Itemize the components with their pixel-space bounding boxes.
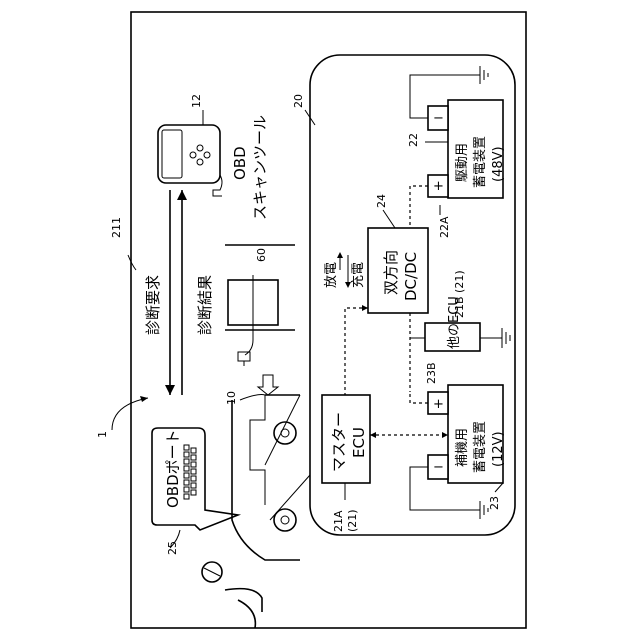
svg-text:放電: 放電	[324, 262, 339, 288]
svg-text:蓄電装置: 蓄電装置	[473, 421, 488, 473]
svg-text:(48V): (48V)	[491, 146, 506, 182]
charger-plug	[238, 352, 250, 361]
svg-text:1: 1	[96, 431, 109, 438]
dcdc-ref: 24	[375, 194, 388, 208]
svg-text:21B (21): 21B (21)	[453, 270, 466, 318]
svg-text:(21): (21)	[346, 509, 359, 532]
dcdc-ref-leader	[383, 210, 395, 228]
svg-text:ECU: ECU	[350, 427, 368, 458]
outer-ref-leader	[128, 255, 136, 270]
signal-arrowhead	[442, 432, 448, 438]
aux-terminal-ref: 23B	[425, 362, 438, 384]
obd-tool-label: OBD スキャンツール	[231, 115, 269, 220]
svg-text:駆動用: 駆動用	[455, 143, 470, 182]
svg-text:スキャンツール: スキャンツール	[251, 115, 269, 220]
svg-text:60: 60	[255, 248, 268, 262]
box-ref-20: 20	[292, 94, 305, 108]
drive-to-dcdc-wire	[410, 186, 428, 228]
request-label: 診断要求	[144, 275, 162, 335]
signal-arrowhead	[370, 432, 376, 438]
aux-plus-sign: +	[433, 397, 444, 412]
master-ecu-ref: 21A (21)	[332, 509, 359, 532]
svg-text:OBD: OBD	[231, 146, 249, 180]
svg-text:211: 211	[110, 217, 123, 238]
svg-text:24: 24	[375, 194, 388, 208]
svg-text:22A: 22A	[438, 216, 451, 238]
svg-text:マスター: マスター	[330, 412, 348, 472]
svg-text:20: 20	[292, 94, 305, 108]
drive-minus-sign: −	[433, 111, 444, 126]
svg-text:25: 25	[166, 541, 179, 555]
person-body	[225, 589, 262, 628]
aux-plus-wire	[410, 392, 428, 403]
svg-text:22: 22	[407, 133, 420, 147]
aux-minus-sign: −	[433, 460, 444, 475]
drive-battery-ref: 22	[407, 133, 420, 147]
obd-port-label: OBDポート	[164, 429, 182, 508]
outer-ref-211: 211	[110, 217, 123, 238]
svg-text:(12V): (12V)	[491, 431, 506, 467]
system-ref-leader	[112, 398, 148, 430]
vehicle-to-box-line	[270, 475, 310, 520]
discharge-label: 放電	[324, 262, 339, 288]
svg-text:23: 23	[488, 496, 501, 510]
obd-tool-ref: 12	[190, 94, 203, 108]
aux-ref-leader	[495, 483, 503, 492]
result-arrowhead	[177, 190, 187, 200]
obd-port-pins	[184, 445, 196, 499]
result-label: 診断結果	[196, 275, 214, 335]
system-ref-arrowhead	[140, 396, 148, 402]
svg-text:充電: 充電	[350, 262, 366, 288]
aux-battery-ref: 23	[488, 496, 501, 510]
request-arrowhead	[165, 385, 175, 395]
svg-text:10: 10	[225, 391, 238, 405]
other-ecu-ref: 21B (21)	[453, 270, 466, 318]
discharge-arrowhead	[337, 252, 343, 258]
svg-text:21A: 21A	[332, 510, 345, 532]
svg-text:診断要求: 診断要求	[144, 275, 162, 335]
svg-text:12: 12	[190, 94, 203, 108]
vehicle-wheel-hub	[281, 516, 289, 524]
charge-label: 充電	[350, 262, 366, 288]
vehicle-windows	[240, 395, 265, 505]
svg-text:診断結果: 診断結果	[196, 275, 214, 335]
svg-text:DC/DC: DC/DC	[402, 252, 420, 301]
system-ref-1: 1	[96, 431, 109, 438]
vehicle-ref: 10	[225, 391, 238, 405]
drive-plus-sign: +	[433, 179, 444, 194]
vehicle-roof	[232, 400, 300, 560]
charger-ref: 60	[255, 248, 268, 262]
svg-text:蓄電装置: 蓄電装置	[473, 136, 488, 188]
charge-arrow-icon	[258, 375, 278, 395]
person-face	[204, 568, 220, 576]
svg-text:双方向: 双方向	[382, 250, 400, 295]
dcdc-to-master-signal	[345, 308, 368, 395]
svg-text:補機用: 補機用	[455, 428, 470, 467]
signal-arrowhead	[362, 305, 368, 311]
drive-terminal-ref: 22A	[438, 216, 451, 238]
obd-tool-body	[158, 125, 220, 183]
obd-port-ref: 25	[166, 541, 179, 555]
svg-text:OBDポート: OBDポート	[164, 429, 182, 508]
svg-text:23B: 23B	[425, 362, 438, 384]
